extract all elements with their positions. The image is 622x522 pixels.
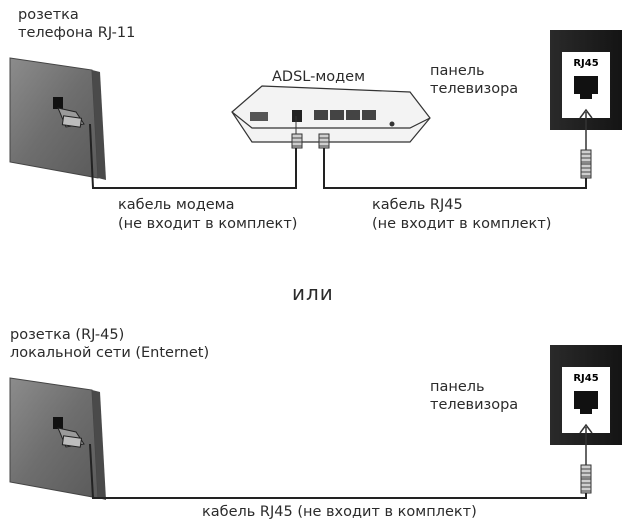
phone-socket-label-line1: розетка <box>18 7 79 23</box>
modem-label: ADSL-модем <box>272 69 366 85</box>
rj45-cable-line-top <box>323 148 587 189</box>
tv-port-label-bottom: RJ45 <box>573 373 598 384</box>
tv-panel-bottom: RJ45 <box>550 345 622 494</box>
modem-cable-label-line1: кабель модема <box>118 197 235 213</box>
tv-label-bottom-line2: телевизора <box>430 397 519 413</box>
modem-cable-line <box>89 123 297 189</box>
rj45-cable-label-bottom: кабель RJ45 (не входит в комплект) <box>202 504 477 520</box>
tv-label-top-line1: панель <box>430 63 485 79</box>
rj45-cable-label-top-line1: кабель RJ45 <box>372 197 463 213</box>
tv-port-label-top: RJ45 <box>573 58 598 69</box>
tv-label-bottom-line1: панель <box>430 379 485 395</box>
lan-wall-socket <box>9 377 106 500</box>
or-separator: или <box>292 281 334 305</box>
tv-panel-top: RJ45 <box>550 30 622 179</box>
rj45-cable-label-top-line2: (не входит в комплект) <box>372 216 552 232</box>
rj45-cable-line-bottom <box>89 443 587 499</box>
lan-socket-label-line2: локальной сети (Enternet) <box>10 345 210 361</box>
tv-label-top-line2: телевизора <box>430 81 519 97</box>
lan-socket-label-line1: розетка (RJ-45) <box>10 327 125 343</box>
phone-wall-socket <box>9 57 106 180</box>
adsl-modem <box>231 85 431 149</box>
modem-cable-label-line2: (не входит в комплект) <box>118 216 298 232</box>
phone-socket-label-line2: телефона RJ-11 <box>18 25 136 41</box>
